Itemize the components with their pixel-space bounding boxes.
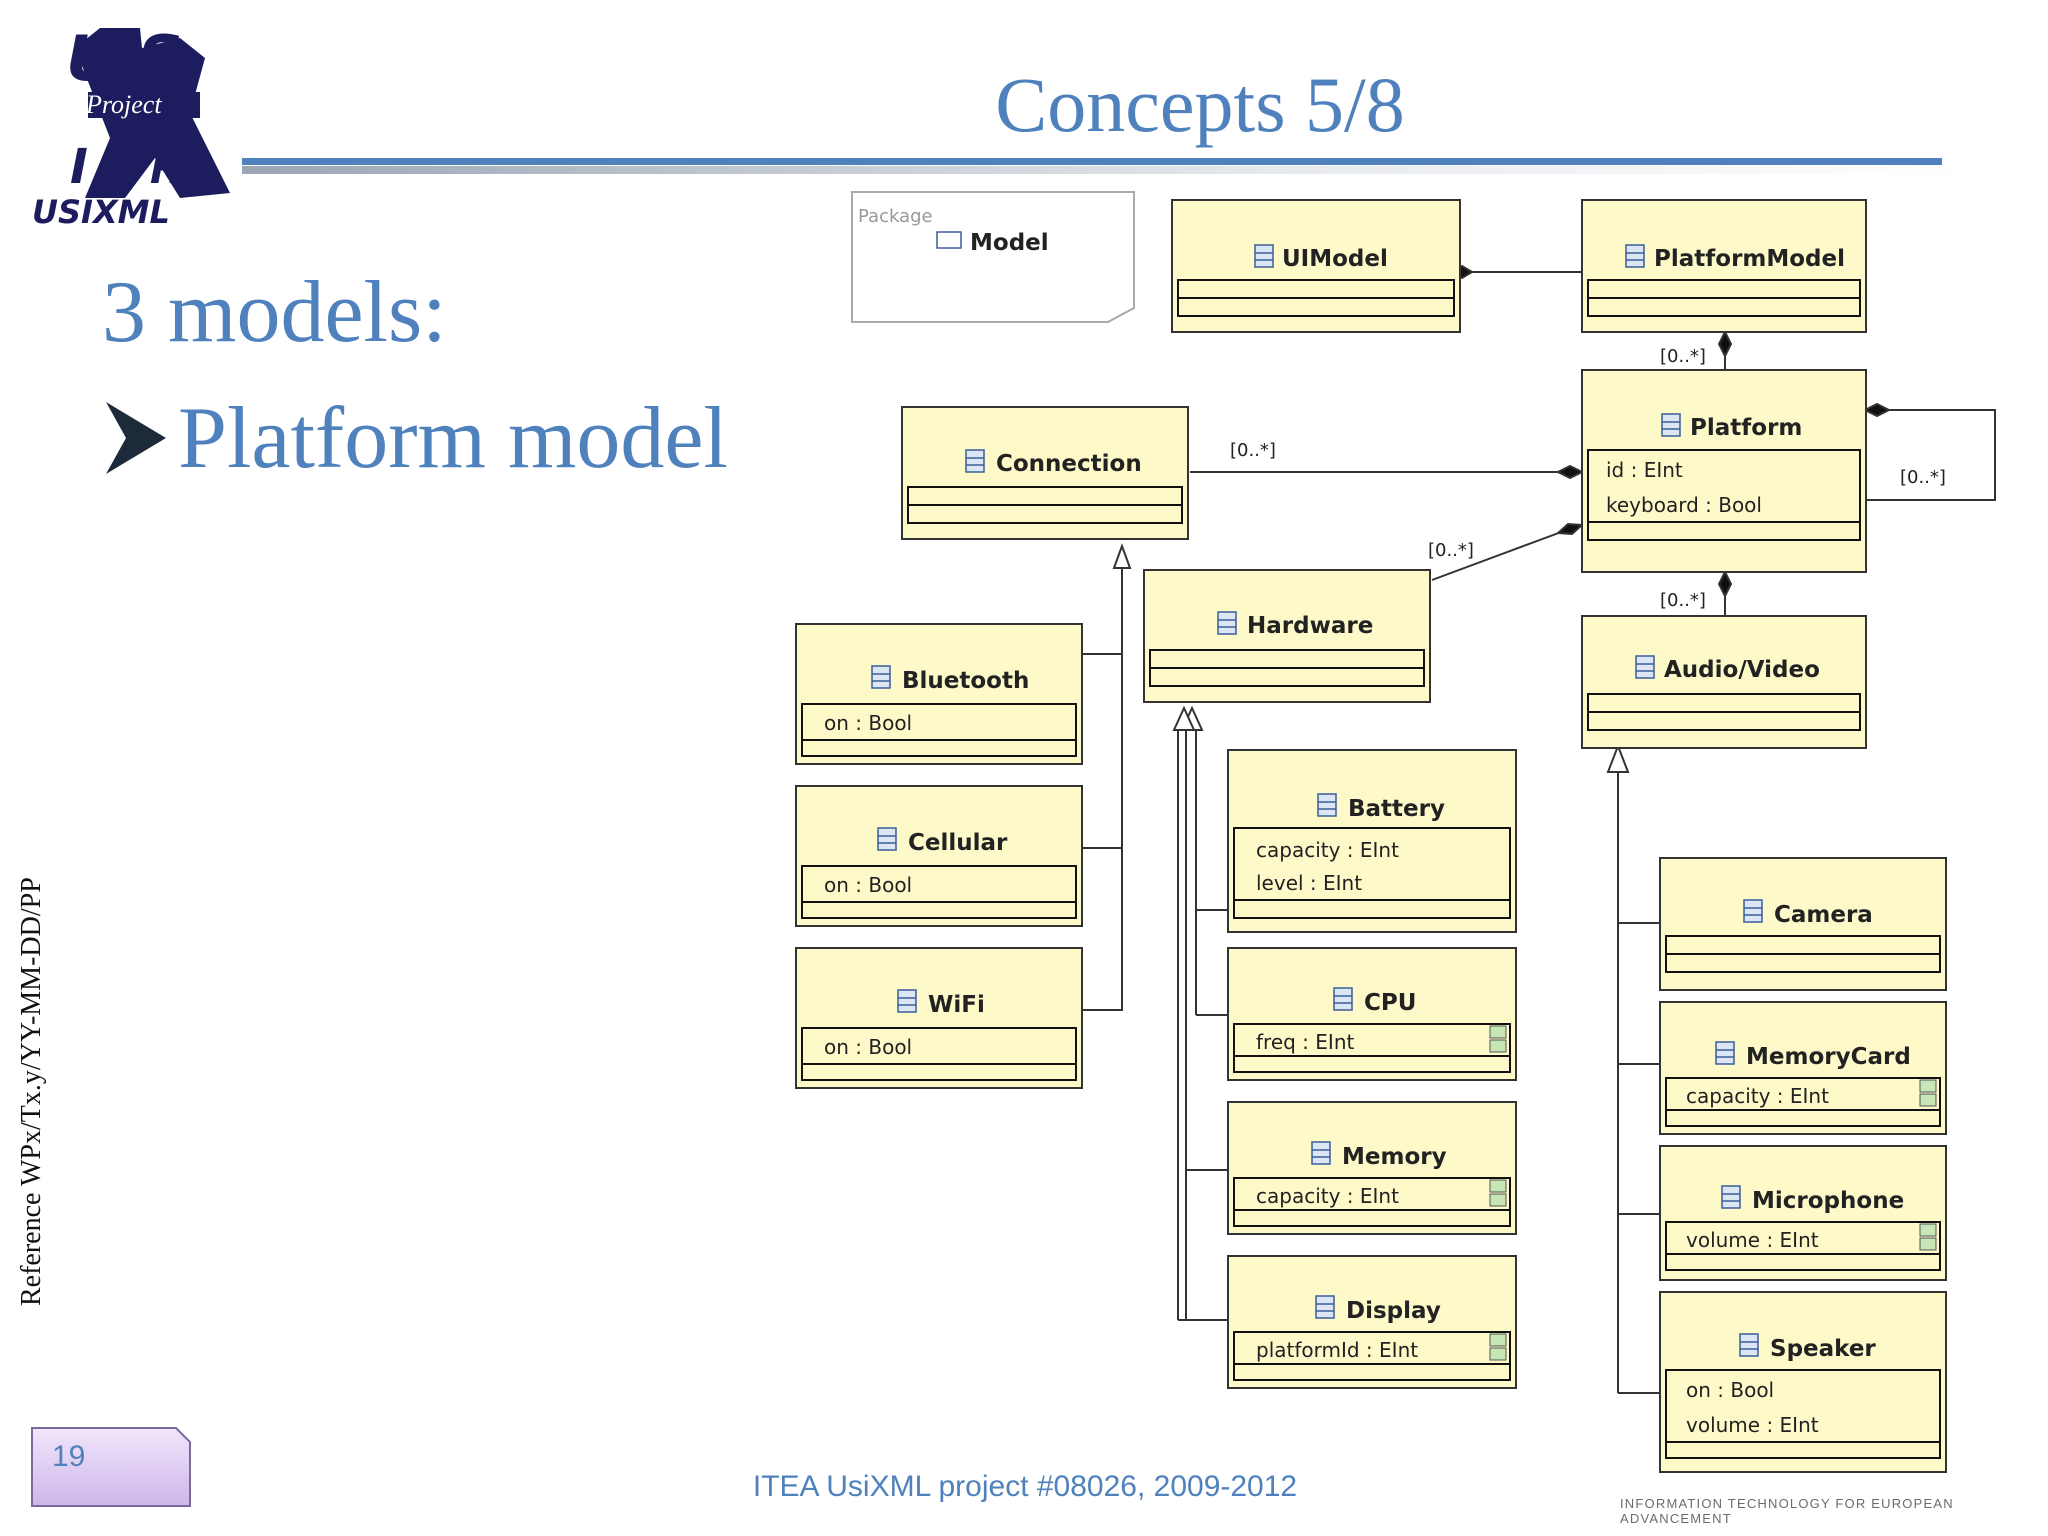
attr-on: on : Bool (824, 711, 912, 735)
bullet-arrow-icon (106, 402, 166, 474)
folder-icon (936, 231, 962, 249)
attr-capacity: capacity : EInt (1686, 1084, 1829, 1108)
attr-on: on : Bool (824, 1035, 912, 1059)
class-memory[interactable]: Memory capacity : EInt (1227, 1101, 1517, 1235)
class-bluetooth[interactable]: Bluetooth on : Bool (795, 623, 1083, 765)
attr-volume: volume : EInt (1686, 1413, 1819, 1437)
mult-platformmodel-platform: [0..*] (1660, 346, 1706, 367)
logo-text-bottom: USIXML (32, 193, 170, 228)
mult-platform-connection: [0..*] (1230, 440, 1276, 461)
class-hardware[interactable]: Hardware (1143, 569, 1431, 703)
class-name: Display (1346, 1298, 1441, 1324)
attr-freq: freq : EInt (1256, 1030, 1354, 1054)
attr-capacity: capacity : EInt (1256, 1184, 1399, 1208)
scroll-arrows-icon[interactable] (1489, 1179, 1507, 1207)
class-name: PlatformModel (1654, 246, 1845, 272)
class-platformmodel[interactable]: PlatformModel (1581, 199, 1867, 333)
class-name: Connection (996, 451, 1142, 477)
class-name: Microphone (1752, 1188, 1904, 1214)
class-name: Speaker (1770, 1336, 1876, 1362)
class-name: Hardware (1247, 613, 1373, 639)
class-uimodel[interactable]: UIModel (1171, 199, 1461, 333)
logo-text-mid: HL (150, 147, 209, 193)
connectors (1082, 264, 1996, 1394)
class-name: Audio/Video (1664, 657, 1820, 683)
class-speaker[interactable]: Speaker on : Bool volume : EInt (1659, 1291, 1947, 1473)
class-name: Bluetooth (902, 668, 1029, 694)
svg-text:I: I (70, 139, 88, 195)
class-battery[interactable]: Battery capacity : EInt level : EInt (1227, 749, 1517, 933)
scroll-arrows-icon[interactable] (1919, 1223, 1937, 1251)
scroll-arrows-icon[interactable] (1489, 1025, 1507, 1053)
attr-on: on : Bool (1686, 1378, 1774, 1402)
side-reference: Reference WPx/Tx.y/YY-MM-DD/PP (16, 877, 47, 1306)
mult-platform-hardware: [0..*] (1428, 540, 1474, 561)
attr-platformid: platformId : EInt (1256, 1338, 1418, 1362)
class-connection[interactable]: Connection (901, 406, 1189, 540)
class-platform[interactable]: Platform id : EInt keyboard : Bool (1581, 369, 1867, 573)
package-name: Model (970, 230, 1049, 256)
attr-level: level : EInt (1256, 871, 1362, 895)
uml-platform-diagram: Package Model (795, 191, 1996, 1473)
class-name: Battery (1348, 796, 1445, 822)
attr-on: on : Bool (824, 873, 912, 897)
usixml-logo: U S Project I HL USIXML (32, 22, 230, 228)
title-rule (242, 158, 1942, 165)
class-microphone[interactable]: Microphone volume : EInt (1659, 1145, 1947, 1281)
class-cpu[interactable]: CPU freq : EInt (1227, 947, 1517, 1081)
class-name: CPU (1364, 990, 1416, 1016)
footer-text: ITEA UsiXML project #08026, 2009-2012 (752, 1470, 1298, 1503)
page-number: 19 (52, 1440, 86, 1473)
package-stereotype: Package (858, 206, 933, 227)
page-badge (31, 1427, 191, 1507)
attr-capacity: capacity : EInt (1256, 838, 1399, 862)
attr-volume: volume : EInt (1686, 1228, 1819, 1252)
mult-platform-audiovideo: [0..*] (1660, 590, 1706, 611)
class-audiovideo[interactable]: Audio/Video (1581, 615, 1867, 749)
bullet-platform-model: Platform model (178, 390, 728, 487)
class-name: Cellular (908, 830, 1008, 856)
slide-title: Concepts 5/8 (995, 61, 1405, 148)
class-name: UIModel (1282, 246, 1388, 272)
class-name: Platform (1690, 415, 1802, 441)
class-cellular[interactable]: Cellular on : Bool (795, 785, 1083, 927)
class-name: Camera (1774, 902, 1873, 928)
scroll-arrows-icon[interactable] (1919, 1079, 1937, 1107)
package-model[interactable]: Package Model (851, 191, 1135, 323)
attr-keyboard: keyboard : Bool (1606, 493, 1762, 517)
scroll-arrows-icon[interactable] (1489, 1333, 1507, 1361)
class-name: Memory (1342, 1144, 1447, 1170)
heading: 3 models: (102, 264, 447, 361)
mult-platform-self: [0..*] (1900, 467, 1946, 488)
title-rule-shadow (242, 166, 1962, 174)
class-wifi[interactable]: WiFi on : Bool (795, 947, 1083, 1089)
logo-text-project: Project (85, 90, 162, 119)
attr-id: id : EInt (1606, 458, 1683, 482)
class-memorycard[interactable]: MemoryCard capacity : EInt (1659, 1001, 1947, 1135)
class-camera[interactable]: Camera (1659, 857, 1947, 991)
class-display[interactable]: Display platformId : EInt (1227, 1255, 1517, 1389)
logo-text-top: U S (66, 22, 183, 95)
itea-tagline: INFORMATION TECHNOLOGY FOR EUROPEAN ADVA… (1620, 1496, 1954, 1526)
class-name: WiFi (928, 992, 985, 1018)
class-name: MemoryCard (1746, 1044, 1911, 1070)
